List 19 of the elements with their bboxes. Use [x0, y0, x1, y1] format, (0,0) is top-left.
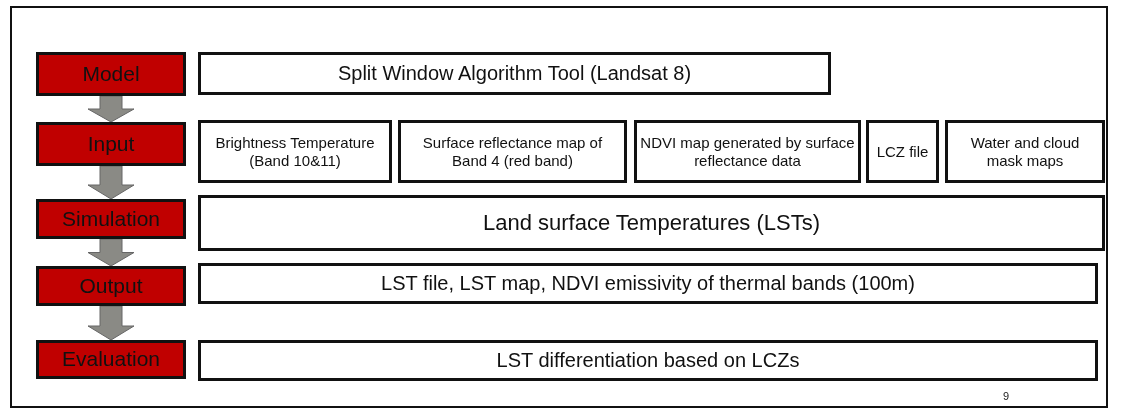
process-box: Land surface Temperatures (LSTs) [198, 195, 1105, 251]
stage-box: Input [36, 122, 186, 166]
block-arrow [87, 165, 135, 200]
stage-box: Evaluation [36, 340, 186, 379]
process-box: LST file, LST map, NDVI emissivity of thermal bands (100m) [198, 263, 1098, 304]
block-arrow [87, 305, 135, 341]
process-box: NDVI map generated by surface reflectance data [634, 120, 861, 183]
stage-box: Model [36, 52, 186, 96]
block-arrow [87, 238, 135, 267]
stage-box: Output [36, 266, 186, 306]
process-box: Water and cloud mask maps [945, 120, 1105, 183]
block-arrow [87, 95, 135, 123]
process-box: LCZ file [866, 120, 939, 183]
stage-box: Simulation [36, 199, 186, 239]
process-box: Split Window Algorithm Tool (Landsat 8) [198, 52, 831, 95]
process-box: LST differentiation based on LCZs [198, 340, 1098, 381]
process-box: Surface reflectance map of Band 4 (red band) [398, 120, 627, 183]
page-number: 9 [1003, 390, 1010, 402]
process-box: Brightness Temperature (Band 10&11) [198, 120, 392, 183]
